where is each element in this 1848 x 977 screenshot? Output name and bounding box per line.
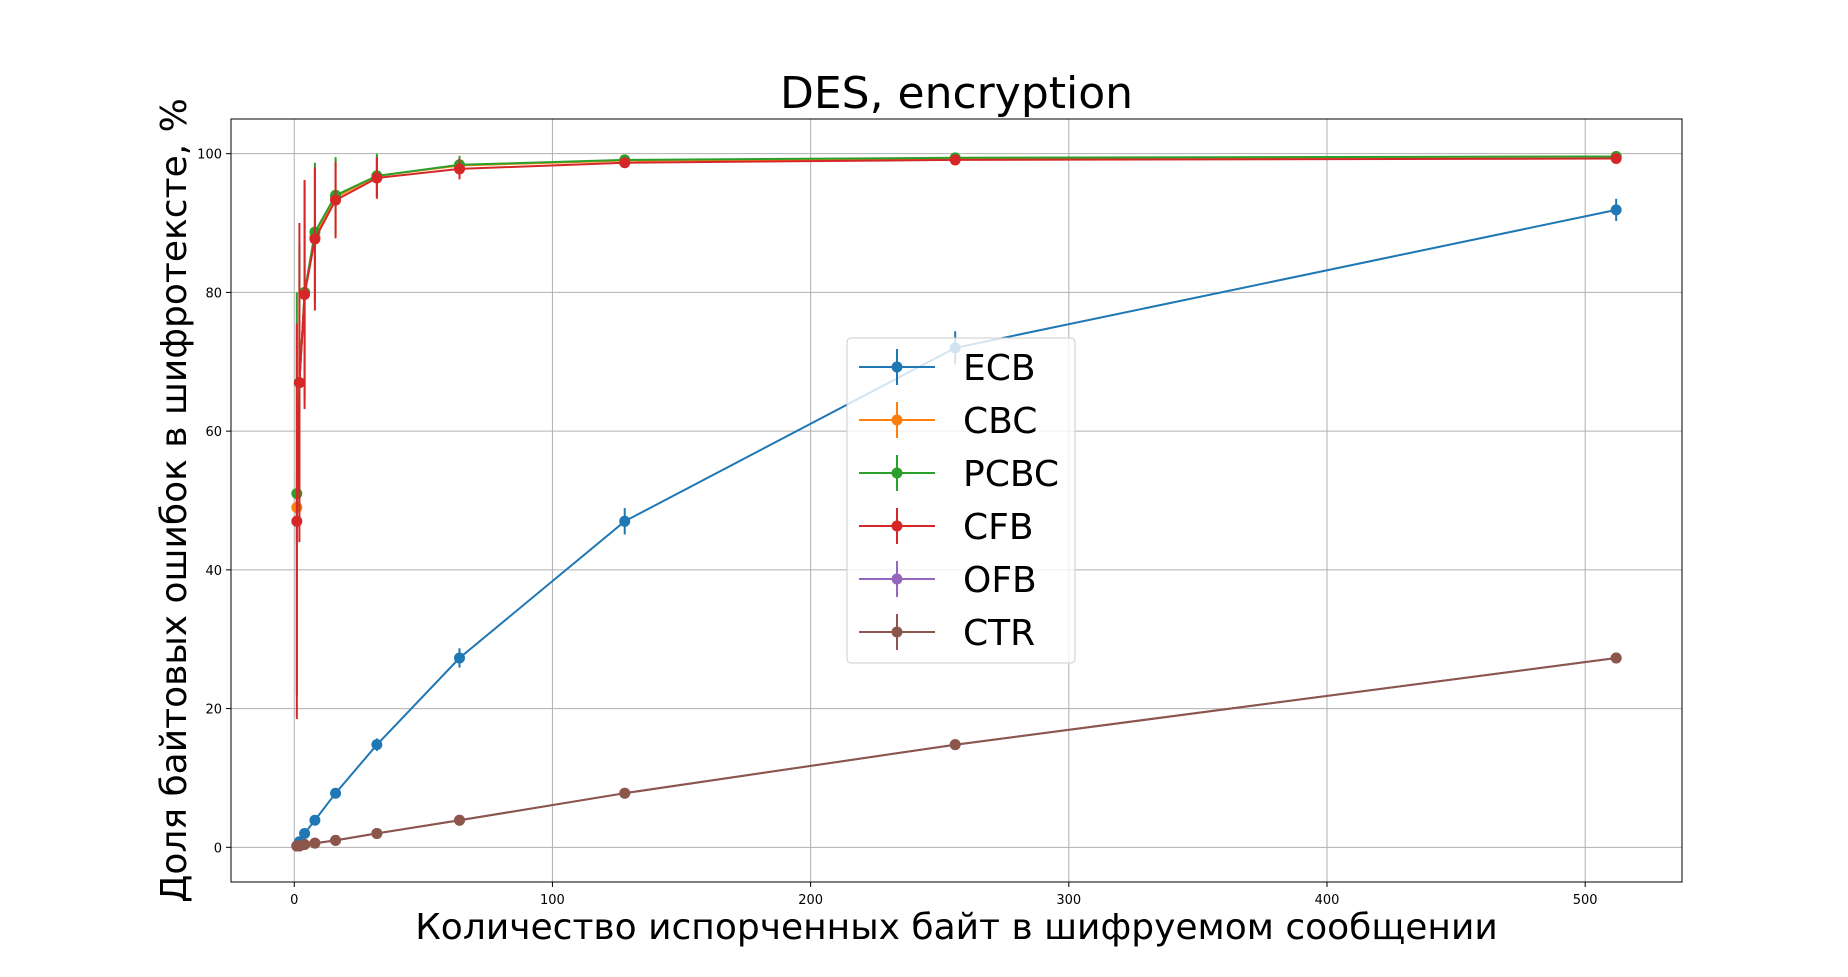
legend-box — [846, 337, 1076, 664]
series-cfb — [291, 153, 1622, 719]
data-point-ecb — [453, 652, 465, 664]
data-point-ctr — [309, 837, 321, 849]
legend-label-ecb: ECB — [963, 348, 1036, 389]
x-tick-label: 500 — [1573, 893, 1598, 908]
y-axis-label: Доля байтовых ошибок в шифротексте, % — [154, 98, 195, 903]
x-tick-label: 300 — [1056, 893, 1081, 908]
data-point-ctr — [299, 839, 311, 851]
data-point-cfb — [371, 172, 383, 184]
legend-marker-ofb — [891, 573, 903, 585]
data-point-cfb — [291, 515, 303, 527]
data-point-ctr — [1610, 652, 1622, 664]
data-point-cfb — [330, 194, 342, 206]
x-tick-label: 400 — [1315, 893, 1340, 908]
data-point-ecb — [371, 739, 383, 751]
legend-marker-cbc — [891, 414, 903, 426]
legend-label-cbc: CBC — [963, 401, 1037, 442]
legend-label-cfb: CFB — [963, 507, 1034, 548]
data-point-cfb — [299, 288, 311, 300]
data-point-cfb — [309, 233, 321, 245]
legend-marker-pcbc — [891, 467, 903, 479]
plot-frame — [230, 118, 1683, 883]
x-tick-label: 100 — [540, 893, 565, 908]
data-point-ecb — [330, 787, 342, 799]
y-tick-label: 20 — [205, 703, 222, 718]
legend-label-ofb: OFB — [963, 560, 1037, 601]
legend-marker-cfb — [891, 520, 903, 532]
data-point-ctr — [453, 814, 465, 826]
x-tick-label: 200 — [798, 893, 823, 908]
data-point-ctr — [330, 834, 342, 846]
legend-item-ecb: ECB — [859, 348, 1036, 389]
data-point-ecb — [619, 515, 631, 527]
data-point-ctr — [619, 787, 631, 799]
y-tick-label: 60 — [205, 425, 222, 440]
axes: 0 100 200 300 400 500 0 20 40 60 80 100 — [197, 148, 1597, 908]
data-point-cfb — [949, 154, 961, 166]
y-tick-label: 40 — [205, 564, 222, 579]
legend-label-ctr: CTR — [963, 613, 1035, 654]
legend-marker-ctr — [891, 626, 903, 638]
data-point-cfb — [1610, 153, 1622, 165]
legend: ECB CBC PCBC CFB OFB CTR — [846, 337, 1076, 664]
series-ctr — [291, 652, 1622, 852]
data-point-cfb — [453, 163, 465, 175]
data-point-cfb — [293, 377, 305, 389]
chart-title: DES, encryption — [780, 68, 1133, 119]
series-layer — [291, 150, 1622, 852]
data-point-ecb — [309, 814, 321, 826]
series-line-cfb — [295, 157, 1617, 522]
y-tick-label: 80 — [205, 286, 222, 301]
x-tick-label: 0 — [290, 893, 298, 908]
data-point-ctr — [371, 827, 383, 839]
legend-item-cbc: CBC — [859, 401, 1037, 442]
legend-item-ofb: OFB — [859, 560, 1037, 601]
data-point-ctr — [949, 739, 961, 751]
legend-item-pcbc: PCBC — [859, 454, 1059, 495]
legend-label-pcbc: PCBC — [963, 454, 1059, 495]
x-axis-label: Количество испорченных байт в шифруемом … — [415, 907, 1498, 948]
data-point-ecb — [299, 827, 311, 839]
legend-item-ctr: CTR — [859, 613, 1035, 654]
legend-marker-ecb — [891, 361, 903, 373]
legend-item-cfb: CFB — [859, 507, 1034, 548]
y-tick-label: 100 — [197, 148, 222, 163]
data-point-cfb — [619, 157, 631, 169]
data-point-ecb — [1610, 204, 1622, 216]
y-tick-label: 0 — [214, 841, 222, 856]
